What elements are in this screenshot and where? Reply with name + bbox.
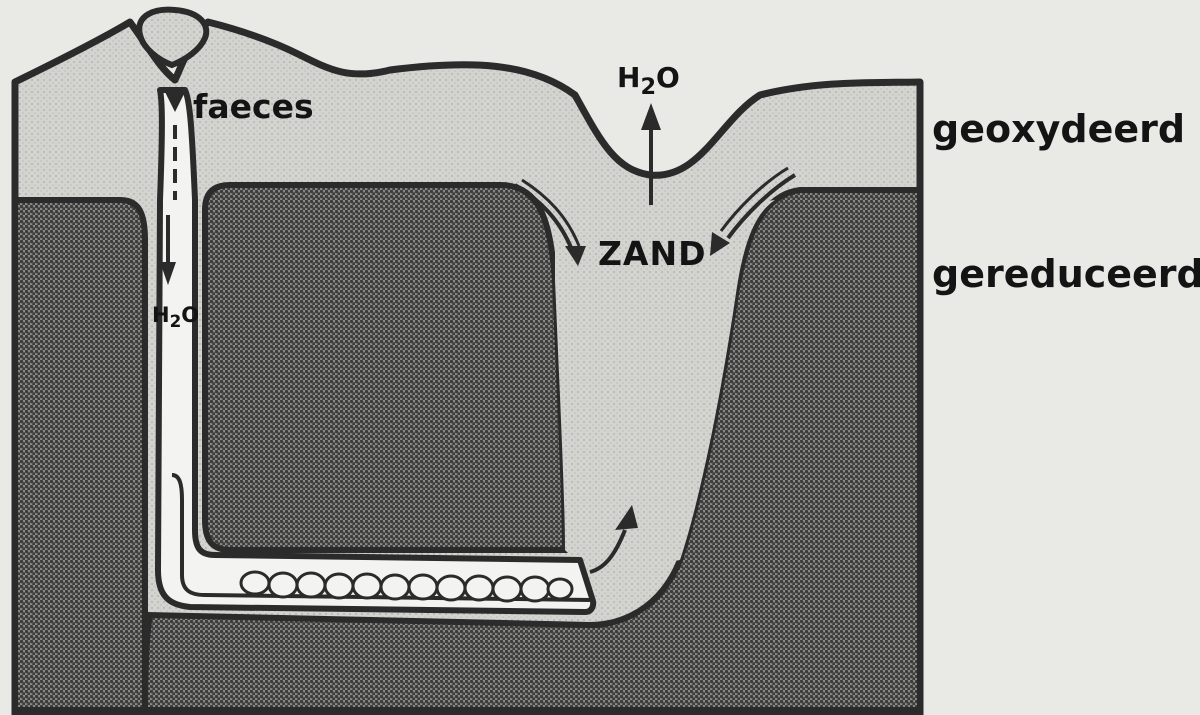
- water-shaft-label: H2O: [152, 305, 199, 326]
- water-top-label: H2O: [617, 64, 680, 92]
- zand-label: ZAND: [598, 237, 706, 270]
- gereduceerd-label: gereduceerd: [932, 255, 1200, 293]
- geoxydeerd-label: geoxydeerd: [932, 110, 1185, 148]
- reduced-layer: [205, 185, 565, 550]
- faeces-label: faeces: [193, 90, 314, 123]
- reduced-layer: [15, 200, 145, 710]
